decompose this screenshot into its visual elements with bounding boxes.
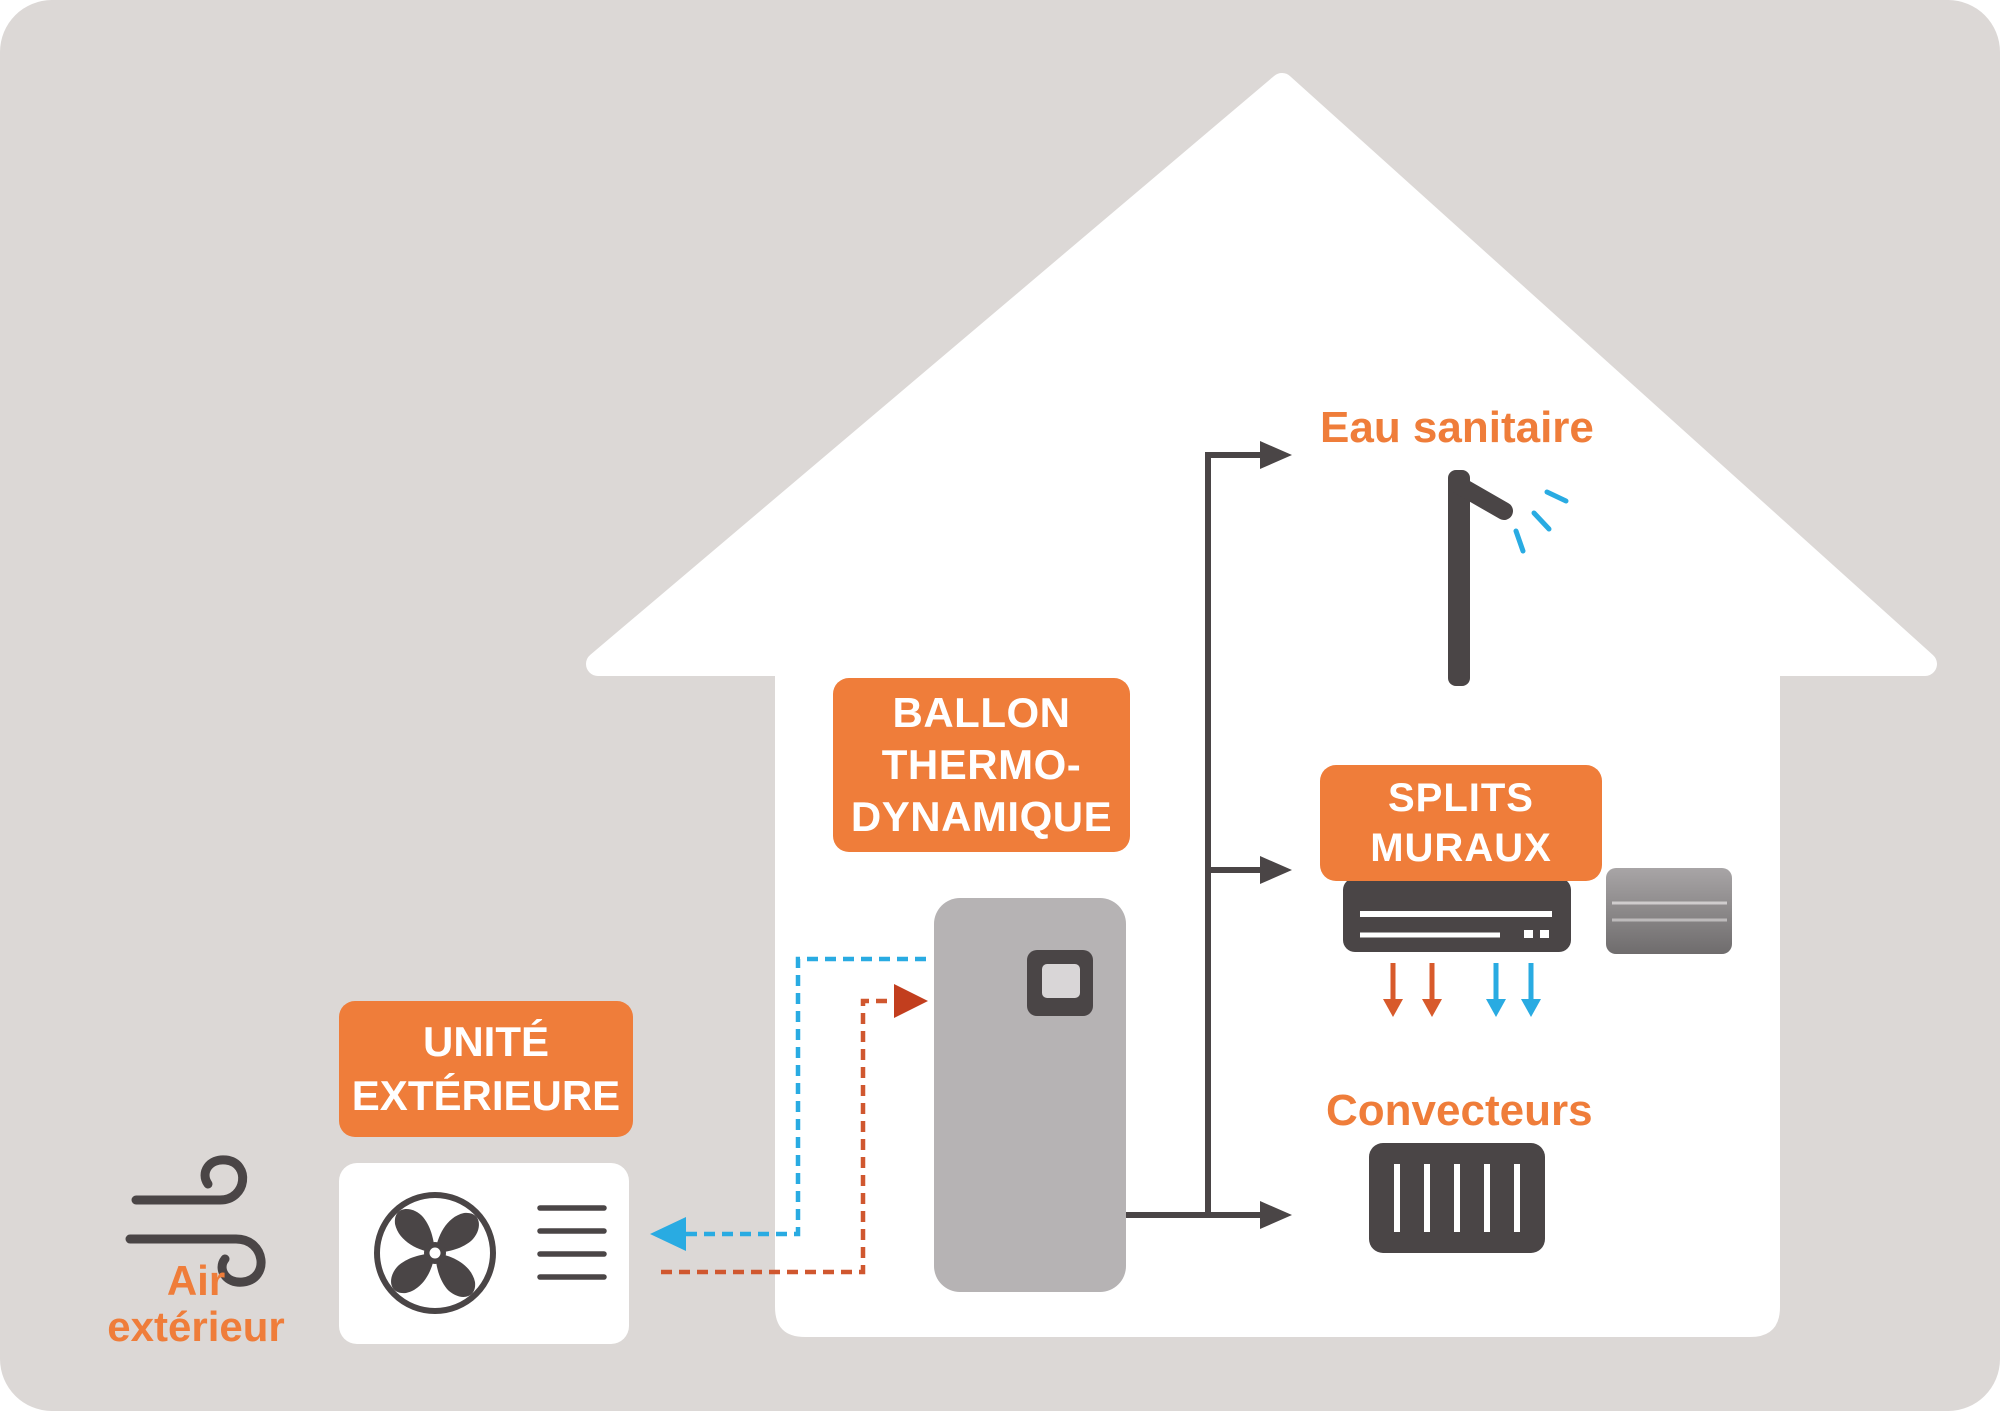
- blue-arrowhead: [650, 1217, 686, 1251]
- air-exterieur-label: Air extérieur: [107, 1257, 285, 1350]
- arrowhead-eau-sanitaire: [1260, 441, 1292, 469]
- secondary-split-icon: [1606, 868, 1732, 954]
- radiator-icon: [1369, 1143, 1545, 1253]
- ballon-thermodynamique-label: BALLON THERMO- DYNAMIQUE: [833, 678, 1130, 852]
- wall-split-icon: [1343, 878, 1571, 952]
- arrowhead-convecteurs: [1260, 1201, 1292, 1229]
- house-shape: [586, 73, 1937, 1337]
- split-airflow-arrows: [1383, 963, 1541, 1017]
- arrowhead-splits: [1260, 856, 1292, 884]
- shower-icon: [1448, 470, 1569, 686]
- outdoor-unit-icon: [339, 1163, 629, 1344]
- fan-icon: [391, 1209, 479, 1297]
- refrigerant-red-line: [661, 984, 928, 1275]
- refrigerant-blue-line: [650, 956, 930, 1251]
- eau-sanitaire-label: Eau sanitaire: [1320, 403, 1594, 452]
- unite-exterieure-label: UNITÉ EXTÉRIEURE: [339, 1001, 633, 1137]
- splits-muraux-label: SPLITS MURAUX: [1320, 765, 1602, 881]
- red-arrowhead: [894, 984, 928, 1018]
- water-tank-icon: [934, 898, 1126, 1292]
- wind-icon: [125, 1155, 266, 1287]
- distribution-arrows: [1126, 441, 1292, 1229]
- convecteurs-label: Convecteurs: [1326, 1086, 1593, 1135]
- shower-spray: [1513, 489, 1569, 554]
- grille-icon: [537, 1205, 607, 1280]
